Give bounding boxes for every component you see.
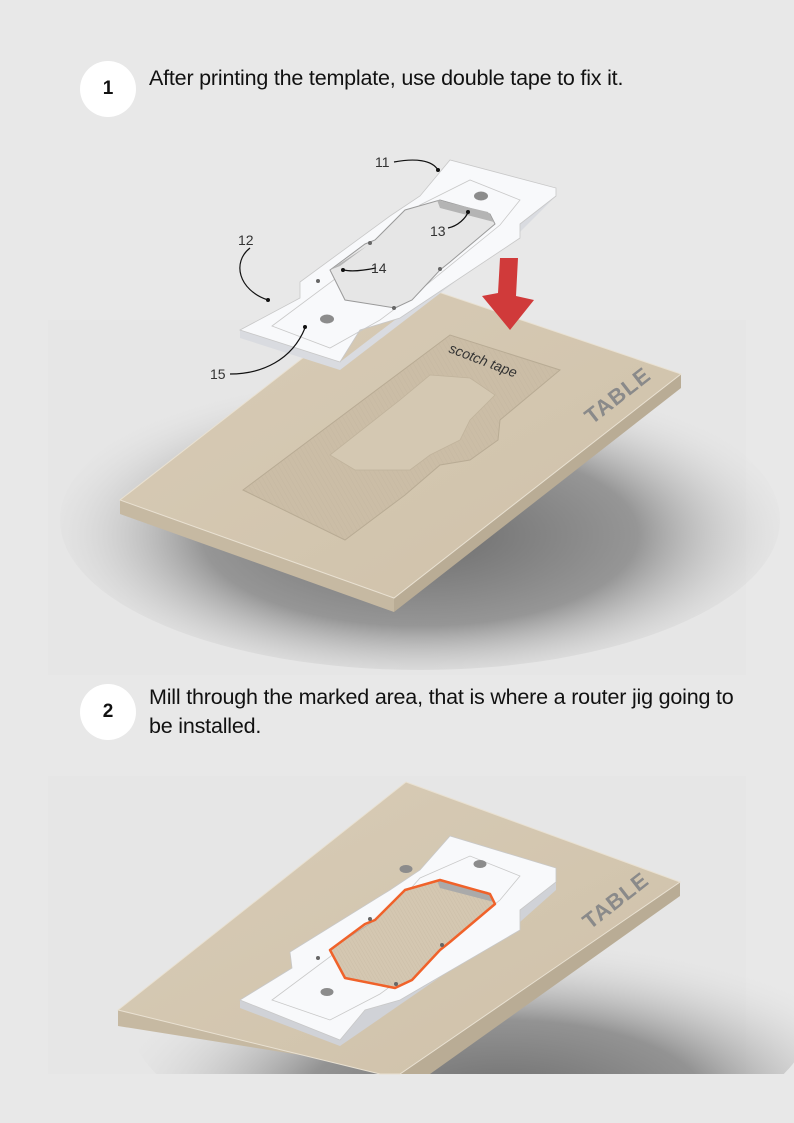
scotch-tape-outline: scotch tape — [242, 334, 562, 541]
illustration-milled-area: TABLE — [0, 760, 794, 1123]
template-part — [238, 159, 557, 370]
callout-12: 12 — [238, 232, 254, 248]
cut-line — [328, 878, 497, 990]
callout-15: 15 — [210, 366, 226, 382]
arrow-down-icon — [482, 258, 534, 330]
step-number-badge: 2 — [80, 684, 136, 740]
callout-13: 13 — [430, 223, 446, 239]
step-number-badge: 1 — [80, 61, 136, 117]
step-instruction: Mill through the marked area, that is wh… — [149, 685, 734, 738]
step-2: 2 Mill through the marked area, that is … — [80, 684, 739, 741]
callout-14: 14 — [371, 260, 387, 276]
step-instruction: After printing the template, use double … — [149, 66, 624, 90]
callout-11: 11 — [375, 154, 390, 170]
step-1: 1 After printing the template, use doubl… — [80, 61, 739, 117]
illustration-template-placement: scotch tape TABLE — [0, 130, 794, 675]
template-part — [239, 835, 557, 1046]
